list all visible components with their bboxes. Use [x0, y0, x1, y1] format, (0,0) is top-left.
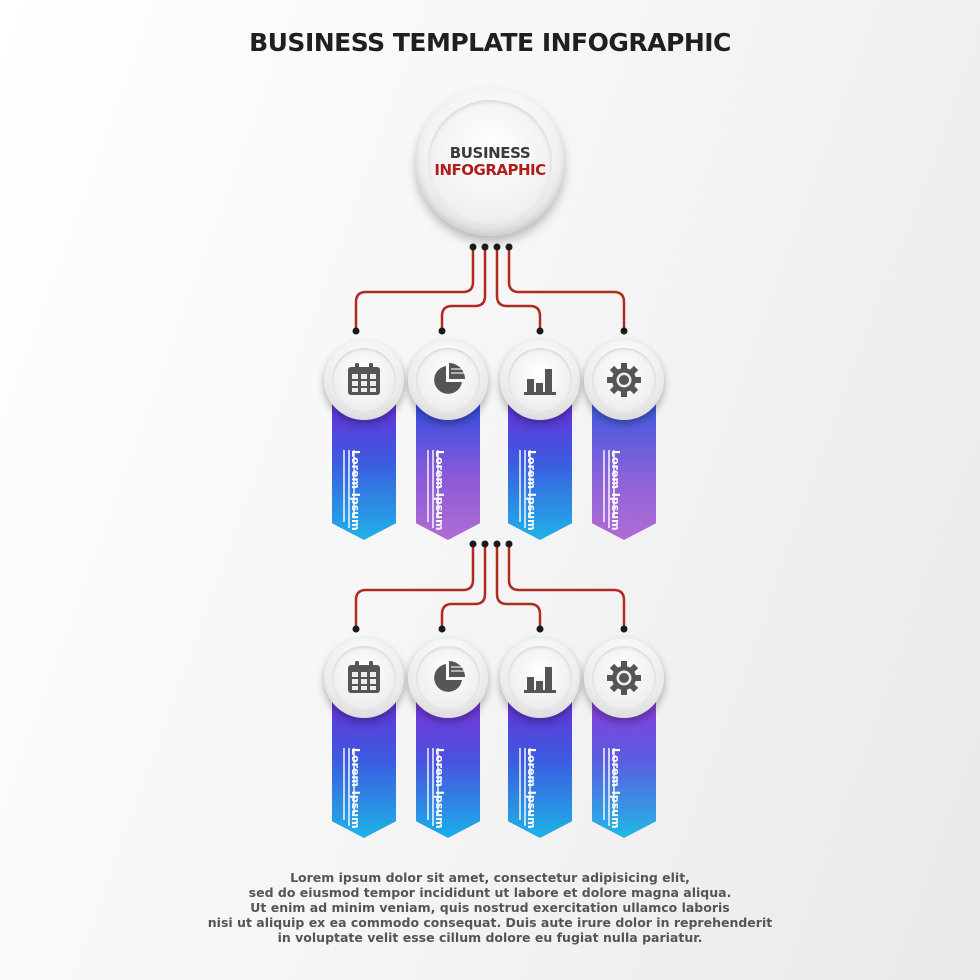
page-title: BUSINESS TEMPLATE INFOGRAPHIC: [249, 28, 731, 57]
center-title-line2: INFOGRAPHIC: [434, 161, 546, 179]
node-icon-circle: [584, 340, 664, 420]
connector-dot: [505, 243, 513, 251]
connector-dot: [438, 625, 446, 633]
node-icon-circle: [584, 638, 664, 718]
node-band: Lorem Ipsum: [332, 400, 396, 540]
connector-dot: [505, 540, 513, 548]
connector-top-2: [440, 245, 487, 332]
node-label: Lorem Ipsum: [433, 450, 446, 531]
gear-icon: [607, 363, 641, 397]
pie-chart-icon: [434, 661, 465, 692]
connector-dot: [481, 540, 489, 548]
node-label: Lorem Ipsum: [609, 450, 622, 531]
body-line: sed do eiusmod tempor incididunt ut labo…: [248, 885, 732, 900]
node-r2-2: Lorem Ipsum: [408, 638, 488, 938]
calendar-icon: [348, 661, 380, 693]
node-band: Lorem Ipsum: [592, 400, 656, 540]
node-icon-circle: [324, 340, 404, 420]
body-paragraph: Lorem ipsum dolor sit amet, consectetur …: [0, 870, 980, 945]
calendar-icon: [348, 363, 380, 395]
connector-bottom-2: [440, 542, 487, 630]
node-band: Lorem Ipsum: [332, 698, 396, 838]
connector-dot: [469, 243, 477, 251]
node-label: Lorem Ipsum: [349, 450, 362, 531]
text-lines: [343, 450, 355, 528]
connector-top-4: [507, 245, 626, 332]
node-r2-4: Lorem Ipsum: [584, 638, 664, 938]
node-label: Lorem Ipsum: [349, 748, 362, 829]
node-r1-2: Lorem Ipsum: [408, 340, 488, 640]
node-band: Lorem Ipsum: [416, 400, 480, 540]
connector-dot: [620, 327, 628, 335]
text-lines: [603, 450, 615, 528]
gear-icon: [607, 661, 641, 695]
text-lines: [603, 748, 615, 826]
node-label: Lorem Ipsum: [525, 450, 538, 531]
center-hub: BUSINESS INFOGRAPHIC: [416, 88, 564, 236]
connector-dot: [352, 327, 360, 335]
text-lines: [427, 450, 439, 528]
node-r2-1: Lorem Ipsum: [324, 638, 404, 938]
connector-top-3: [495, 245, 542, 332]
connector-dot: [536, 625, 544, 633]
center-hub-inner: BUSINESS INFOGRAPHIC: [428, 100, 552, 224]
center-title-line1: BUSINESS: [449, 144, 531, 162]
node-icon-circle: [500, 340, 580, 420]
node-icon-circle: [500, 638, 580, 718]
node-icon-circle: [408, 638, 488, 718]
node-band: Lorem Ipsum: [508, 400, 572, 540]
node-r1-4: Lorem Ipsum: [584, 340, 664, 640]
connector-dot: [536, 327, 544, 335]
text-lines: [519, 748, 531, 826]
node-label: Lorem Ipsum: [609, 748, 622, 829]
node-band: Lorem Ipsum: [592, 698, 656, 838]
body-line: Ut enim ad minim veniam, quis nostrud ex…: [250, 900, 730, 915]
body-line: Lorem ipsum dolor sit amet, consectetur …: [290, 870, 690, 885]
node-label: Lorem Ipsum: [525, 748, 538, 829]
node-r1-1: Lorem Ipsum: [324, 340, 404, 640]
node-r2-3: Lorem Ipsum: [500, 638, 580, 938]
connector-top-1: [354, 245, 475, 332]
body-line: in voluptate velit esse cillum dolore eu…: [277, 930, 703, 945]
node-band: Lorem Ipsum: [508, 698, 572, 838]
node-icon-circle: [408, 340, 488, 420]
node-icon-circle: [324, 638, 404, 718]
connector-bottom-1: [354, 542, 475, 630]
bar-chart-icon: [524, 369, 556, 395]
pie-chart-icon: [434, 363, 465, 394]
connector-dot: [481, 243, 489, 251]
connector-bottom-3: [495, 542, 542, 630]
connector-dot: [352, 625, 360, 633]
connector-dot: [493, 540, 501, 548]
text-lines: [343, 748, 355, 826]
bar-chart-icon: [524, 667, 556, 693]
node-label: Lorem Ipsum: [433, 748, 446, 829]
body-line: nisi ut aliquip ex ea commodo consequat.…: [207, 915, 773, 930]
connector-dot: [438, 327, 446, 335]
text-lines: [519, 450, 531, 528]
node-r1-3: Lorem Ipsum: [500, 340, 580, 640]
connector-dot: [469, 540, 477, 548]
connector-dot: [493, 243, 501, 251]
connector-bottom-4: [507, 542, 626, 630]
text-lines: [427, 748, 439, 826]
node-band: Lorem Ipsum: [416, 698, 480, 838]
connector-dot: [620, 625, 628, 633]
